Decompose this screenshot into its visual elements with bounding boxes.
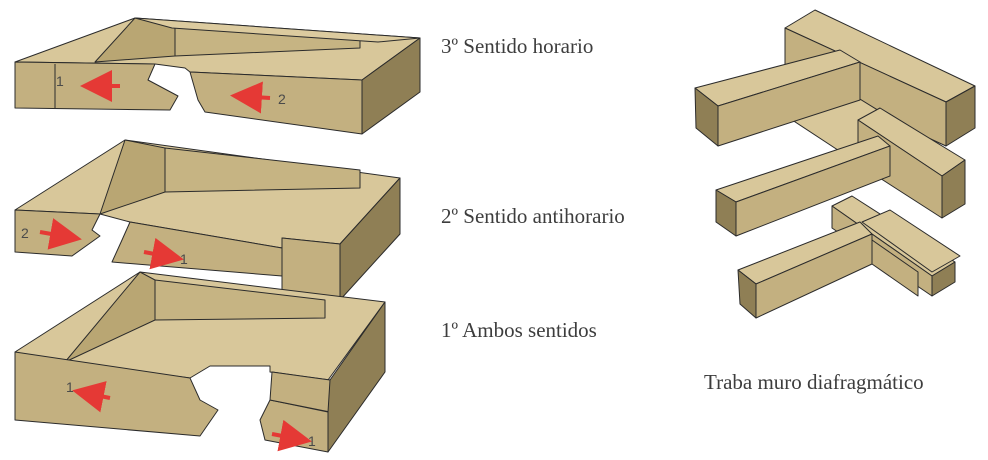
course-1-right-label: 1 (308, 433, 316, 449)
lower-arm-end (737, 269, 757, 319)
course-3-top-back (134, 17, 421, 43)
main-beam-side (945, 85, 976, 147)
course-3-side-right (361, 37, 421, 135)
course-2-right-label: 1 (180, 251, 188, 267)
course-3-front-right (189, 71, 363, 135)
caption-step-3: 3º Sentido horario (441, 34, 594, 58)
bottom-block-top (861, 209, 961, 273)
caption-step-2: 2º Sentido antihorario (441, 204, 625, 228)
course-2-left-label: 2 (21, 225, 29, 241)
upper-arm-end (694, 87, 719, 147)
arrow-3-right (230, 81, 271, 114)
arrow-1-left (72, 381, 111, 413)
course-1-both-directions (14, 271, 386, 453)
middle-arm-end (715, 189, 737, 237)
course-2-inner-wall-back (164, 147, 361, 193)
arrow-2-right (143, 237, 184, 270)
course-3-left-label: 1 (56, 73, 64, 89)
course-1-side-right (327, 301, 386, 453)
course-1-front-left (14, 351, 219, 437)
course-1-inner-wall-back (154, 279, 326, 321)
course-3-right-label: 2 (278, 91, 286, 107)
course-1-left-label: 1 (66, 379, 74, 395)
mid-beam-side (941, 159, 966, 219)
low-beam-side (931, 261, 956, 297)
caption-step-1: 1º Ambos sentidos (441, 318, 597, 342)
caption-diaphragm: Traba muro diafragmático (704, 370, 924, 394)
course-2-side-right (339, 177, 401, 301)
diaphragm-bond (694, 9, 976, 319)
arrow-1-right (271, 419, 312, 452)
course-3-clockwise (14, 17, 421, 135)
arrow-2-left (39, 218, 82, 250)
course-2-counterclockwise (14, 139, 401, 301)
